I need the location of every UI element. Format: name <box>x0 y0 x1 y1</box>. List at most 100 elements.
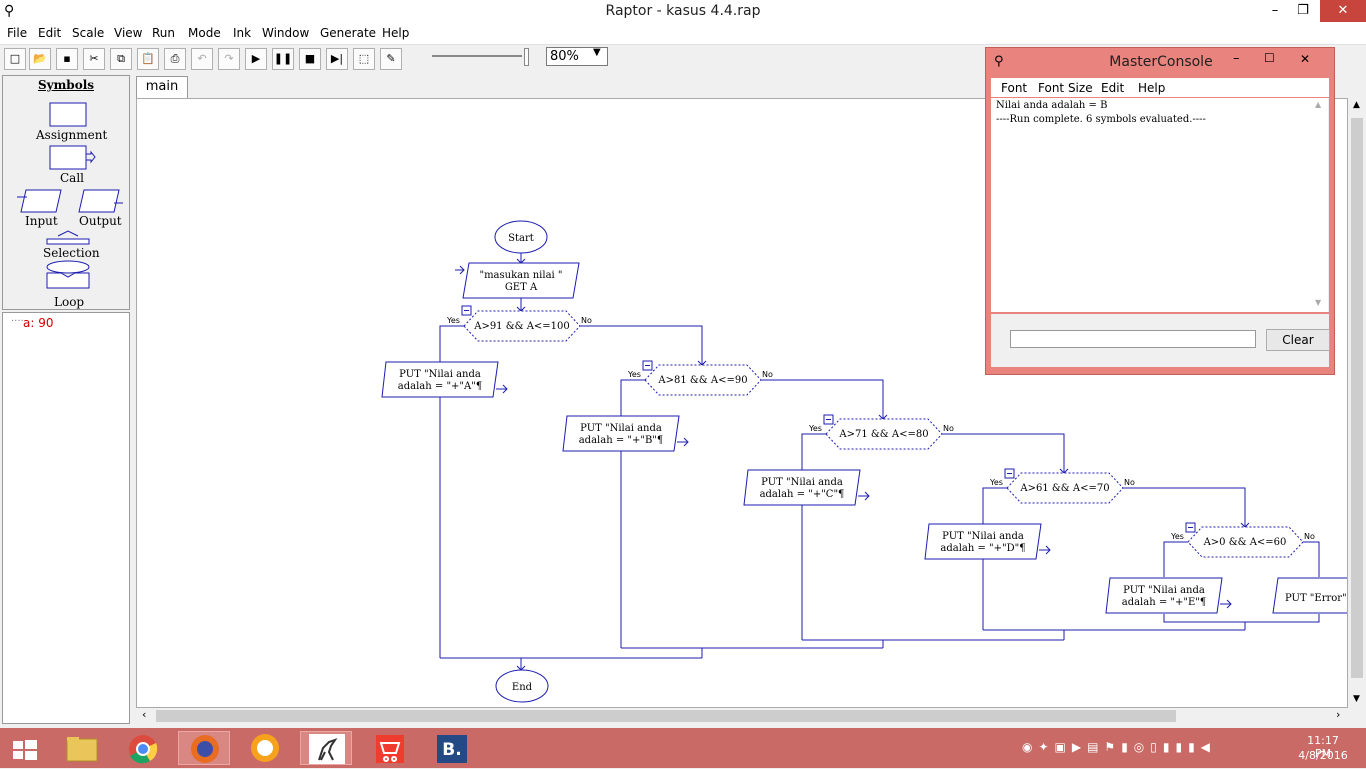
speed-slider-track[interactable] <box>432 55 522 57</box>
flowchart-canvas[interactable]: Start End "masukan nilai " GET A A>91 &&… <box>136 98 1348 708</box>
vertical-scroll-thumb[interactable] <box>1351 118 1363 678</box>
horizontal-scrollbar[interactable]: ‹ › <box>136 708 1348 724</box>
vertical-scrollbar[interactable]: ▲ ▼ <box>1348 98 1366 708</box>
memory-icon[interactable]: ⬚ <box>353 48 375 70</box>
maximize-button[interactable]: ❐ <box>1297 3 1309 18</box>
decision-2-label: A>81 && A<=90 <box>657 375 747 386</box>
raptor-taskbar-icon[interactable] <box>300 731 352 765</box>
title-bar: ⚲ Raptor - kasus 4.4.rap – ❐ ✕ <box>0 0 1366 24</box>
menu-help[interactable]: Help <box>382 26 410 40</box>
console-menu-edit[interactable]: Edit <box>1101 81 1125 95</box>
chevron-down-icon[interactable]: ▼ <box>593 47 601 58</box>
selection-symbol-icon <box>46 238 90 245</box>
scroll-left-icon[interactable]: ‹ <box>142 708 147 721</box>
menu-bar: File Edit Scale View Run Mode Ink Window… <box>0 24 1366 45</box>
yes-label-3: Yes <box>808 424 822 433</box>
decision-4-label: A>61 && A<=70 <box>1019 483 1109 494</box>
symbols-shapes[interactable] <box>3 76 129 308</box>
no-label-4: No <box>1124 478 1135 487</box>
step-icon[interactable]: ▶| <box>326 48 348 70</box>
zoom-select[interactable]: 80% ▼ <box>546 47 608 66</box>
menu-generate[interactable]: Generate <box>320 26 377 40</box>
console-menu-font-size[interactable]: Font Size <box>1038 81 1093 95</box>
media-player-icon[interactable] <box>239 731 291 765</box>
menu-scale[interactable]: Scale <box>72 26 105 40</box>
console-output[interactable]: Nilai anda adalah = B ----Run complete. … <box>991 98 1329 312</box>
svg-text:B.: B. <box>442 740 461 760</box>
b-app-icon[interactable]: B. <box>426 731 478 765</box>
input-label: Input <box>25 214 58 228</box>
play-icon[interactable]: ▶ <box>245 48 267 70</box>
flowchart[interactable]: Start End "masukan nilai " GET A A>91 &&… <box>136 98 1347 703</box>
cut-icon[interactable]: ✂ <box>83 48 105 70</box>
put-e-line1: PUT "Nilai anda <box>1123 585 1205 596</box>
print-icon[interactable]: ⎙ <box>164 48 186 70</box>
menu-edit[interactable]: Edit <box>38 26 62 40</box>
redo-icon[interactable]: ↷ <box>218 48 240 70</box>
decision-4 <box>1006 472 1124 504</box>
minimize-button[interactable]: – <box>1271 3 1279 18</box>
menu-ink[interactable]: Ink <box>233 26 252 40</box>
put-a-line2: adalah = "+"A"¶ <box>398 381 482 392</box>
console-menu-font[interactable]: Font <box>1001 81 1028 95</box>
system-tray-icons[interactable]: ◉✦▣▶▤⚑▮◎▯▮▮▮◀ <box>1022 740 1216 754</box>
scroll-down-icon[interactable]: ▼ <box>1353 694 1360 704</box>
file-explorer-icon[interactable] <box>56 731 108 765</box>
store-icon[interactable] <box>365 731 417 765</box>
put-d-line2: adalah = "+"D"¶ <box>940 543 1025 554</box>
variables-panel: ···· a: 90 <box>2 312 130 724</box>
raptor-app-icon: ⚲ <box>994 54 1004 69</box>
decision-3-label: A>71 && A<=80 <box>838 429 928 440</box>
decision-1-label: A>91 && A<=100 <box>473 321 570 332</box>
stop-icon[interactable]: ■ <box>299 48 321 70</box>
menu-view[interactable]: View <box>114 26 143 40</box>
console-input[interactable] <box>1010 330 1256 348</box>
clock-date[interactable]: 4/8/2016 <box>1298 749 1348 762</box>
tab-main[interactable]: main <box>136 76 188 98</box>
new-file-icon[interactable]: □ <box>4 48 26 70</box>
console-scroll-up-icon[interactable]: ▲ <box>1315 100 1322 109</box>
selection-label: Selection <box>43 246 100 260</box>
call-label: Call <box>60 171 85 185</box>
console-menu-bar: Font Font Size Edit Help <box>991 78 1329 97</box>
copy-icon[interactable]: ⧉ <box>110 48 132 70</box>
chrome-icon[interactable] <box>117 731 169 765</box>
close-button[interactable]: ✕ <box>1320 0 1366 22</box>
menu-file[interactable]: File <box>7 26 28 40</box>
console-close-button[interactable]: ✕ <box>1300 52 1311 66</box>
decision-3 <box>825 418 943 450</box>
firefox-icon[interactable] <box>178 731 230 765</box>
save-icon[interactable]: ▪ <box>56 48 78 70</box>
open-folder-icon[interactable]: 📂 <box>29 48 51 70</box>
window-title: Raptor - kasus 4.4.rap <box>605 3 761 19</box>
symbols-panel: Symbols Assignment Call Input Output Sel… <box>2 75 130 310</box>
menu-window[interactable]: Window <box>262 26 310 40</box>
put-a-line1: PUT "Nilai anda <box>399 369 481 380</box>
loop-symbol-icon <box>46 260 90 274</box>
undo-icon[interactable]: ↶ <box>191 48 213 70</box>
pen-icon[interactable]: ✎ <box>380 48 402 70</box>
put-b-line2: adalah = "+"B"¶ <box>579 435 664 446</box>
yes-label-4: Yes <box>989 478 1003 487</box>
variable-a[interactable]: a: 90 <box>23 316 54 330</box>
menu-mode[interactable]: Mode <box>188 26 221 40</box>
raptor-app-icon[interactable]: ⚲ <box>4 3 15 19</box>
clear-button[interactable]: Clear <box>1266 329 1330 351</box>
paste-icon[interactable]: 📋 <box>137 48 159 70</box>
horizontal-scroll-thumb[interactable] <box>156 710 1176 722</box>
speed-slider-thumb[interactable] <box>524 48 529 66</box>
scroll-right-icon[interactable]: › <box>1336 708 1341 721</box>
clock-time[interactable]: 11:17 PM <box>1307 734 1339 760</box>
menu-run[interactable]: Run <box>152 26 176 40</box>
console-menu-help[interactable]: Help <box>1138 81 1166 95</box>
put-c-line1: PUT "Nilai anda <box>761 477 843 488</box>
yes-label-2: Yes <box>627 370 641 379</box>
put-d-line1: PUT "Nilai anda <box>942 531 1024 542</box>
console-scroll-down-icon[interactable]: ▼ <box>1315 298 1322 307</box>
scroll-up-icon[interactable]: ▲ <box>1353 100 1360 110</box>
pause-icon[interactable]: ❚❚ <box>272 48 294 70</box>
console-minimize-button[interactable]: – <box>1233 51 1240 66</box>
start-button[interactable] <box>0 731 50 765</box>
start-terminal <box>494 220 548 254</box>
console-maximize-button[interactable]: ☐ <box>1264 51 1275 65</box>
